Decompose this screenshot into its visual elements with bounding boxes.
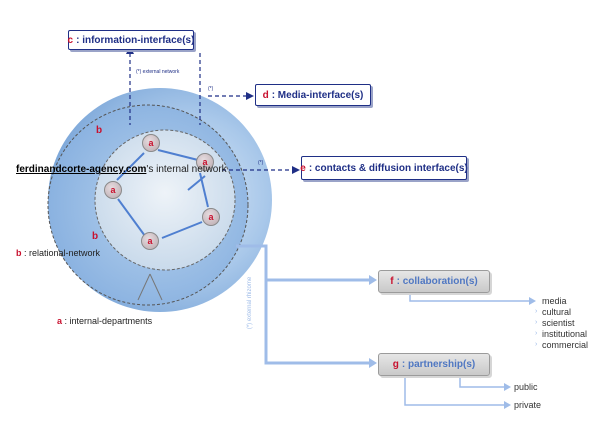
information-interface-label: : information-interface(s) [76,34,195,46]
relational-network-label: : relational-network [24,248,101,258]
external-network-note: (*) external network [136,69,180,75]
key-g: g [392,359,399,370]
departments-pointer [137,273,163,301]
star-note-d: (*) [208,86,214,92]
zone-b-bottom: b [92,231,99,242]
key-e: e [300,162,306,174]
agency-name[interactable]: ferdinandcorte-agency.com [16,164,147,175]
departments-label: : internal-departments [64,316,153,326]
department-node[interactable]: a [202,208,220,226]
collaboration-label: : collaboration(s) [396,276,478,287]
departments-legend: a : internal-departments [57,316,152,326]
media-interface-label: : Media-interface(s) [271,89,364,101]
relational-network-legend: b : relational-network [16,248,100,258]
arrow-up-c [126,46,134,54]
collaboration-item-commercial: commercial [542,340,589,350]
key-d: d [262,89,269,101]
key-f: f [390,276,394,287]
information-interface-box[interactable]: c : information-interface(s) [68,30,194,50]
internal-suffix: 's internal network [146,164,227,175]
partnership-item-public: public [514,382,538,392]
internal-network-label: ferdinandcorte-agency.com's internal net… [16,164,227,175]
media-interface-box[interactable]: d : Media-interface(s) [255,84,371,106]
collaboration-branch [409,293,530,302]
partnership-item-private: private [514,400,542,410]
contacts-interface-label: : contacts & diffusion interface(s) [308,162,468,174]
node-links [116,149,209,239]
collaboration-box[interactable]: f : collaboration(s) [378,270,490,293]
key-a: a [57,316,63,326]
collaboration-item-scientist: scientist [542,318,575,328]
key-c: c [67,34,74,46]
arrow-right-e [292,166,300,174]
department-node[interactable]: a [142,134,160,152]
collaboration-item-institutional: institutional [542,329,588,339]
arrow-right-d [246,92,254,100]
arrow-right-f [369,275,377,285]
star-note-e: (*) [258,160,264,166]
zone-b-top: b [96,125,103,136]
key-b: b [16,248,22,258]
arrow-collab [529,297,536,305]
collab-ticks: ›››› [535,308,538,348]
external-rhizome-paths [236,244,370,365]
partnership-branches [404,376,505,406]
arrow-right-g [369,358,377,368]
external-rhizome-note: (*) external rhizome [247,276,254,330]
contacts-interface-box[interactable]: e : contacts & diffusion interface(s) [300,156,468,180]
interface-connectors [129,53,294,171]
partnership-label: : partnership(s) [401,359,476,370]
arrow-public [504,383,511,391]
department-node[interactable]: a [104,181,122,199]
department-node[interactable]: a [141,232,159,250]
collaboration-item-media: media [542,296,567,306]
partnership-box[interactable]: g : partnership(s) [378,353,490,376]
collaboration-item-cultural: cultural [542,307,572,317]
arrow-private [504,401,511,409]
department-node[interactable]: a [196,153,214,171]
